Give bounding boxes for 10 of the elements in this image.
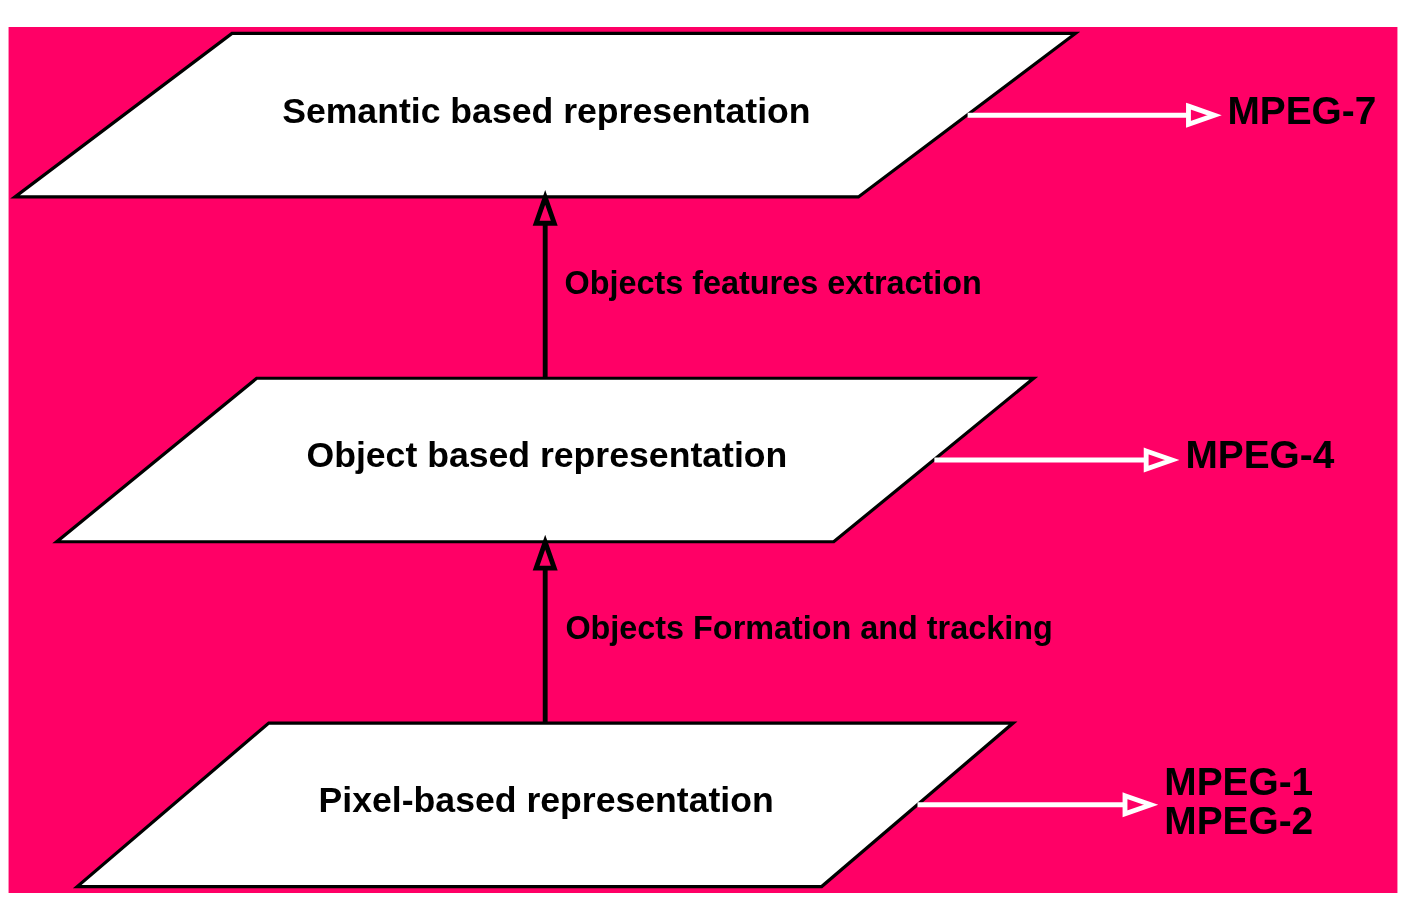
arrow <box>532 534 558 723</box>
edge-label: Objects features extraction <box>564 264 982 301</box>
node-text: MPEG-4 <box>1185 432 1335 476</box>
arrow <box>532 189 558 378</box>
arrow <box>917 791 1159 817</box>
arrow <box>967 102 1222 128</box>
arrow <box>934 447 1180 472</box>
node-text: MPEG-1 MPEG-2 <box>1164 759 1314 842</box>
node-text: MPEG-7 <box>1227 88 1377 132</box>
edge-label: Objects Formation and tracking <box>565 609 1053 646</box>
